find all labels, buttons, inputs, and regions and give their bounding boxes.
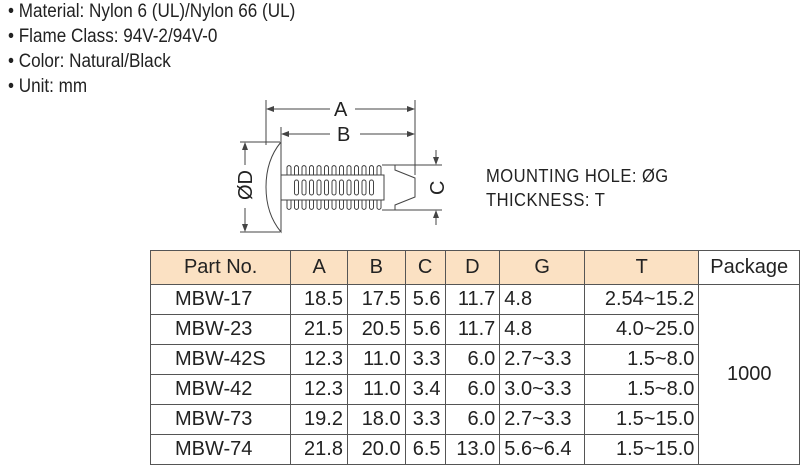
cell-part-no: MBW-17 [149,284,292,315]
cell-c: 5.6 [404,314,446,345]
dimension-label-b: B [337,124,350,146]
cell-t: 2.54~15.2 [583,284,700,315]
cell-a: 21.5 [290,314,348,345]
header-t: T [583,250,700,285]
cell-t: 4.0~25.0 [583,314,700,345]
thickness-note: THICKNESS: T [486,190,606,210]
header-c: C [404,250,446,285]
cell-g: 2.7~3.3 [499,344,585,375]
cell-b: 18.0 [346,404,406,435]
cell-d: 6.0 [444,374,501,405]
rivet-dimension-diagram: A B ØD C [235,99,449,234]
cell-part-no: MBW-73 [149,404,292,435]
table-header-row: Part No. A B C D G T Package [149,250,800,285]
cell-t: 1.5~15.0 [583,434,700,465]
cell-a: 19.2 [290,404,348,435]
header-a: A [290,250,348,285]
cell-b: 20.5 [346,314,406,345]
cell-b: 11.0 [346,374,406,405]
cell-d: 6.0 [444,404,501,435]
cell-t: 1.5~15.0 [583,404,700,435]
cell-part-no: MBW-74 [149,434,292,465]
dimension-label-a: A [334,99,348,121]
header-part-no: Part No. [149,250,292,285]
cell-d: 11.7 [444,284,501,315]
cell-b: 17.5 [346,284,406,315]
cell-c: 3.3 [404,404,446,435]
cell-a: 12.3 [290,374,348,405]
cell-d: 11.7 [444,314,501,345]
cell-c: 3.3 [404,344,446,375]
cell-b: 20.0 [346,434,406,465]
cell-t: 1.5~8.0 [583,374,700,405]
cell-d: 6.0 [444,344,501,375]
dimension-label-d: ØD [235,170,257,200]
cell-g: 2.7~3.3 [499,404,585,435]
cell-part-no: MBW-42 [149,374,292,405]
cell-a: 18.5 [290,284,348,315]
spec-color: • Color: Natural/Black [8,51,171,72]
cell-t: 1.5~8.0 [583,344,700,375]
dimension-label-c: C [427,181,449,195]
spec-unit: • Unit: mm [8,76,88,97]
spec-flame-class: • Flame Class: 94V-2/94V-0 [8,26,218,47]
cell-c: 6.5 [404,434,446,465]
cell-g: 4.8 [499,314,585,345]
cell-g: 3.0~3.3 [499,374,585,405]
header-b: B [346,250,406,285]
cell-a: 21.8 [290,434,348,465]
header-d: D [444,250,501,285]
cell-c: 5.6 [404,284,446,315]
cell-part-no: MBW-23 [149,314,292,345]
header-g: G [499,250,585,285]
cell-package: 1000 [698,284,800,465]
cell-c: 3.4 [404,374,446,405]
cell-part-no: MBW-42S [149,344,292,375]
spec-material: • Material: Nylon 6 (UL)/Nylon 66 (UL) [8,1,296,22]
header-package: Package [698,250,800,285]
mounting-hole-note: MOUNTING HOLE: ØG [486,166,669,186]
cell-b: 11.0 [346,344,406,375]
cell-g: 5.6~6.4 [499,434,585,465]
cell-a: 12.3 [290,344,348,375]
cell-d: 13.0 [444,434,501,465]
cell-g: 4.8 [499,284,585,315]
